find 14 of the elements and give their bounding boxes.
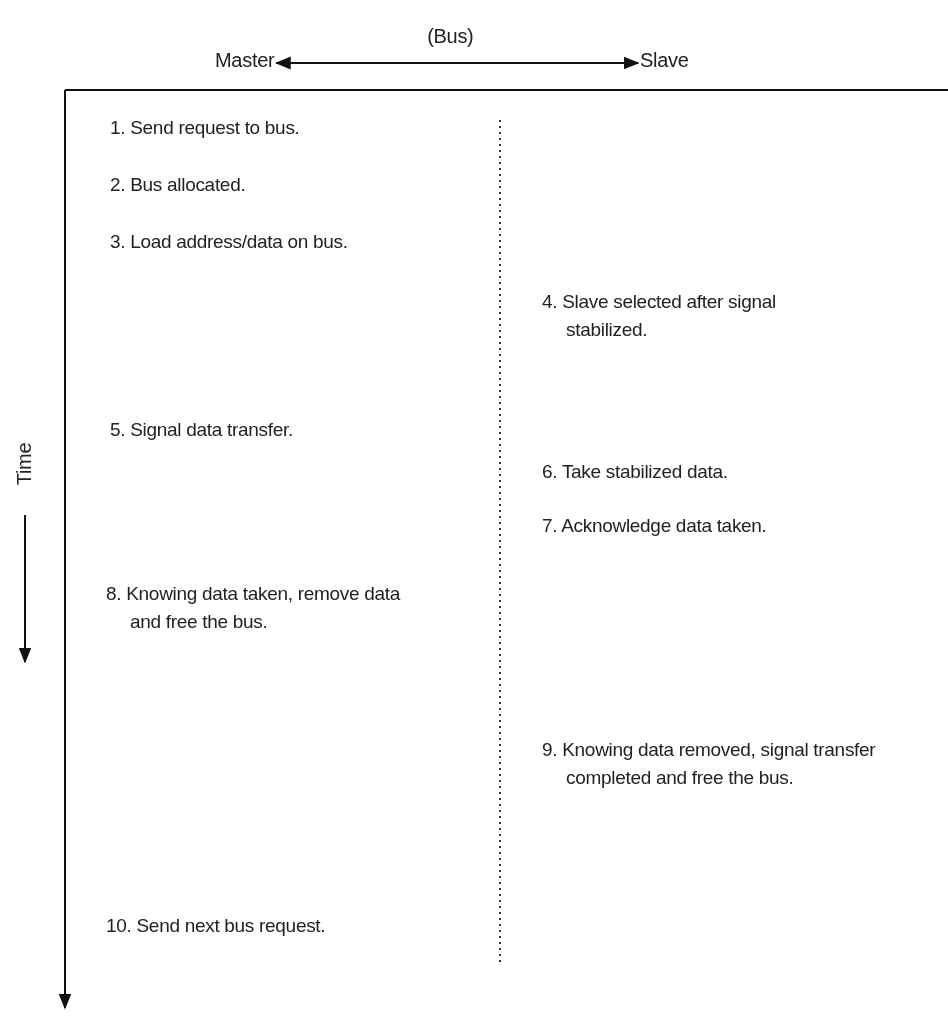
step-text: 6. Take stabilized data.: [542, 460, 729, 484]
step-text: 3. Load address/data on bus.: [110, 230, 349, 254]
step-text: 8. Knowing data taken, remove data and free the bus.: [106, 582, 402, 634]
step-text: 9. Knowing data removed, signal transfer completed and free the bus.: [542, 738, 877, 790]
step-text: 7. Acknowledge data taken.: [542, 514, 768, 538]
lane-heading: Master: [215, 46, 275, 74]
step-text: 5. Signal data transfer.: [110, 418, 294, 442]
step-text: 1. Send request to bus.: [110, 116, 301, 140]
step-text: 2. Bus allocated.: [110, 173, 247, 197]
lane-heading: Slave: [640, 46, 689, 74]
axis-label: Time: [12, 442, 37, 486]
double-arrow: [274, 56, 640, 70]
step-text: 10. Send next bus request.: [106, 914, 327, 938]
step-text: 4. Slave selected after signal stabilized.: [542, 290, 777, 342]
